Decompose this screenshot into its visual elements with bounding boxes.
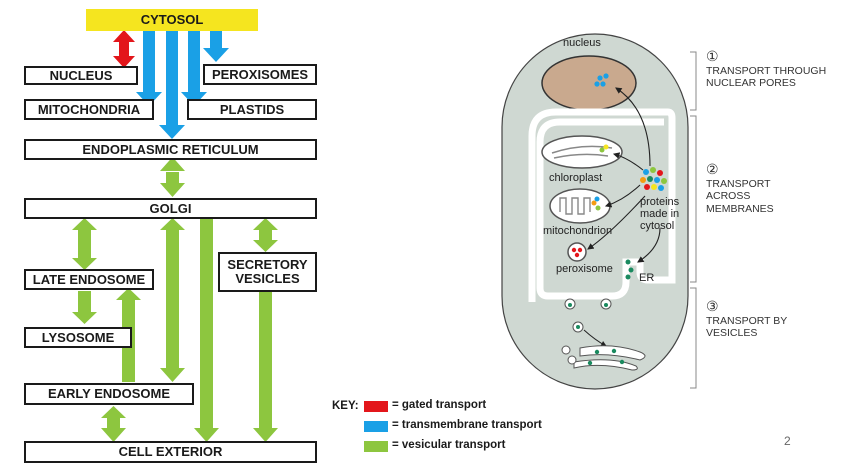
step-1: ① TRANSPORT THROUGH NUCLEAR PORES [706, 48, 827, 89]
plastids-box: PLASTIDS [187, 99, 317, 120]
cell-exterior-box: CELL EXTERIOR [24, 441, 317, 463]
secretory-vesicles-box: SECRETORY VESICLES [218, 252, 317, 292]
step-brackets [690, 51, 697, 389]
mitochondria-box: MITOCHONDRIA [24, 99, 154, 120]
endoplasmic-reticulum-box: ENDOPLASMIC RETICULUM [24, 139, 317, 160]
mitochondrion-organelle [549, 188, 611, 224]
chloroplast-label: chloroplast [549, 172, 603, 184]
transport-vesicles [561, 298, 646, 371]
cytosolic-proteins-cluster [640, 167, 667, 191]
transmembrane-arrows [136, 30, 229, 139]
chloroplast-organelle [541, 135, 623, 169]
step-2: ② TRANSPORT ACROSS MEMBRANES [706, 161, 774, 215]
peroxisomes-box: PEROXISOMES [203, 64, 317, 85]
late-endosome-box: LATE ENDOSOME [24, 269, 154, 290]
page-number: 2 [784, 434, 791, 448]
step-3: ③ TRANSPORT BY VESICLES [706, 298, 788, 339]
golgi-box: GOLGI [24, 198, 317, 219]
gated-arrow-nucleus [113, 30, 135, 68]
cytosol-box: CYTOSOL [86, 9, 258, 31]
key-gated: = gated transport [392, 399, 487, 411]
transmembrane-swatch [364, 421, 388, 432]
targeting-arrows [587, 87, 661, 263]
gated-swatch [364, 401, 388, 412]
step-1-number: ① [706, 48, 719, 64]
peroxisome-organelle [567, 242, 587, 262]
secretory-label: SECRETORY [227, 257, 308, 272]
peroxisome-label: peroxisome [556, 263, 613, 275]
key-vesicular: = vesicular transport [392, 439, 506, 451]
step-3-number: ③ [706, 298, 719, 314]
vesicles-label: VESICLES [235, 271, 300, 286]
proteins-made-in-cytosol-label: proteins made in cytosol [640, 196, 680, 232]
nucleus-label: nucleus [563, 37, 601, 49]
nucleus-proteins [594, 73, 609, 87]
mitochondrion-label: mitochondrion [543, 225, 613, 237]
early-endosome-box: EARLY ENDOSOME [24, 383, 194, 405]
key-title: KEY: [332, 400, 359, 412]
nucleus-organelle [541, 55, 637, 111]
er-label: ER [639, 272, 655, 284]
vesicular-swatch [364, 441, 388, 452]
lysosome-box: LYSOSOME [24, 327, 132, 348]
step-2-number: ② [706, 161, 719, 177]
nucleus-box: NUCLEUS [24, 66, 138, 85]
key-transmembrane: = transmembrane transport [392, 419, 542, 431]
